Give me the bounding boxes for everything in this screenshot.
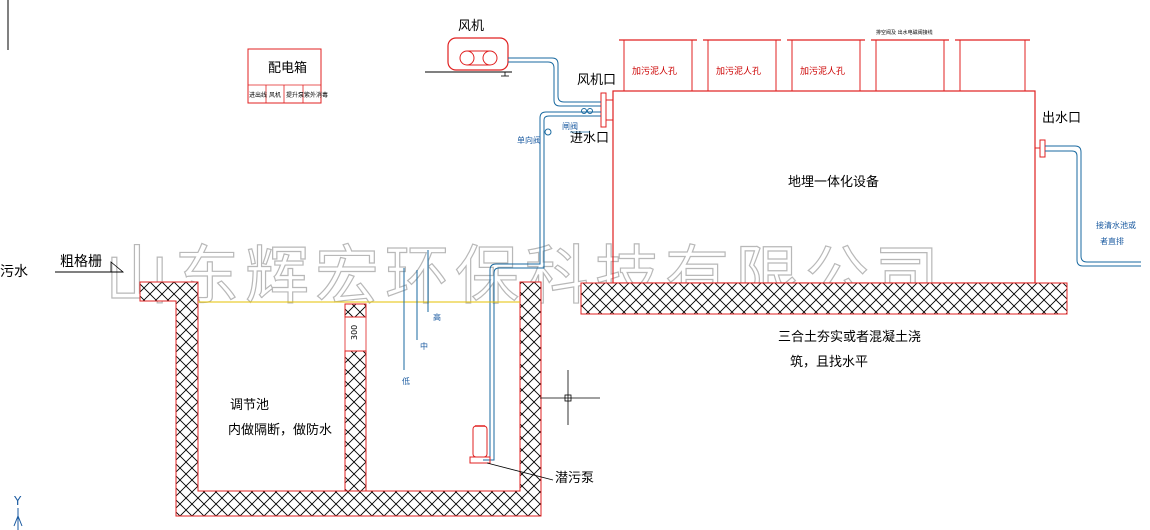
inlet-flange <box>600 92 613 128</box>
pump-label: 潜污泵 <box>555 471 594 486</box>
blower-fan: 风机 <box>425 19 512 77</box>
outlet-note-line-1: 接清水池或 <box>1096 220 1136 230</box>
dist-box-cell-2: 风机 <box>269 91 281 99</box>
submersible-pump <box>469 425 554 481</box>
dist-box-cell-1: 进出线 <box>249 91 267 99</box>
gate-valve-label: 闸阀 <box>562 122 578 131</box>
manhole-4: 排空阀及 出水电磁阀接线 <box>871 29 949 91</box>
manhole-2: 加污泥人孔 <box>703 39 781 91</box>
grille-label: 粗格栅 <box>60 254 102 270</box>
dist-box-cell-4: 紫外消毒 <box>304 91 328 99</box>
manhole-label-3: 加污泥人孔 <box>800 65 845 77</box>
regulating-tank <box>139 281 542 517</box>
equipment-foundation <box>580 282 1068 315</box>
foundation-note-line-1: 三合土夯实或者混凝土浇 <box>778 329 921 345</box>
sewage-label: 污水 <box>0 264 28 280</box>
outlet-note-line-2: 者直排 <box>1100 236 1124 246</box>
level-mid-label: 中 <box>420 341 428 351</box>
crosshair-mark <box>540 370 600 425</box>
outlet-flange <box>1035 139 1046 158</box>
check-valve-label: 单向阀 <box>517 135 541 145</box>
manhole-1: 加污泥人孔 <box>619 39 697 91</box>
manhole-label-1: 加污泥人孔 <box>632 65 677 77</box>
water-inlet-label: 进水口 <box>570 131 609 146</box>
water-outlet-label: 出水口 <box>1042 111 1081 126</box>
dist-box-cell-3: 提升泵 <box>286 91 304 99</box>
manhole-label-2: 加污泥人孔 <box>716 65 761 77</box>
equipment-label: 地埋一体化设备 <box>788 174 879 190</box>
partition-height-label: 300 <box>350 325 359 340</box>
fan-outlet-label: 风机口 <box>577 73 616 88</box>
fan-label: 风机 <box>458 19 484 34</box>
manhole-5 <box>955 39 1030 91</box>
manhole-label-4: 排空阀及 出水电磁阀接线 <box>876 29 933 36</box>
outlet-pipe <box>1045 145 1141 267</box>
level-high-label: 高 <box>433 312 441 322</box>
level-marker-icon <box>110 261 125 273</box>
axis-y-arrow-icon <box>13 514 23 527</box>
tank-note: 内做隔断，做防水 <box>228 422 332 438</box>
distribution-box-title: 配电箱 <box>268 60 307 76</box>
axis-y-label: Y <box>13 494 22 508</box>
inlet-pipe <box>483 111 601 461</box>
manhole-3: 加污泥人孔 <box>787 39 865 91</box>
distribution-box: 配电箱 进出线 风机 提升泵 紫外消毒 <box>247 48 328 104</box>
integrated-equipment: 加污泥人孔 加污泥人孔 加污泥人孔 排空阀及 出水电磁阀接线 地埋一体化设备 <box>612 29 1036 284</box>
level-low-label: 低 <box>402 376 410 386</box>
gate-valve-icon <box>570 108 593 133</box>
air-pipe <box>508 57 601 107</box>
foundation-note-line-2: 筑，且找水平 <box>790 354 868 370</box>
tank-title: 调节池 <box>230 398 269 413</box>
check-valve-icon <box>544 128 552 136</box>
